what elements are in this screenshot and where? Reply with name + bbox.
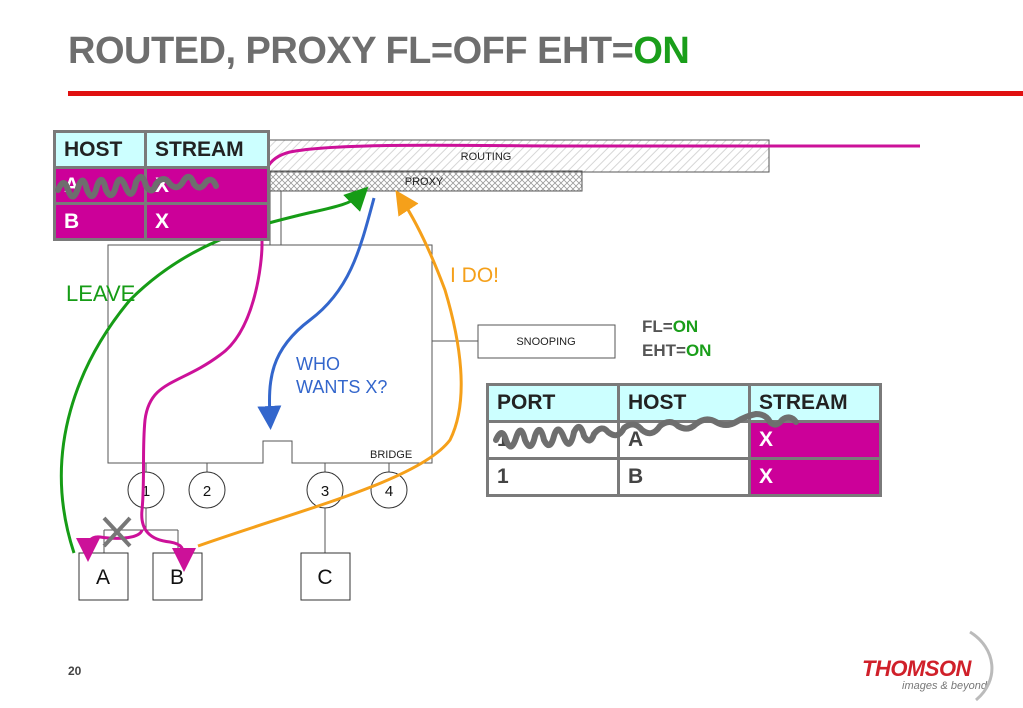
logo-swoosh-icon: [969, 630, 994, 702]
port-host-stream-table: PORT HOST STREAM 1 A X 1 B X: [486, 383, 882, 497]
title-accent: ON: [633, 30, 690, 72]
page-number: 20: [68, 664, 82, 678]
fl-prefix: FL=: [642, 317, 673, 336]
port-table-row2-port: 1: [486, 457, 620, 497]
port-table-row2-host: B: [617, 457, 751, 497]
snooping-label: SNOOPING: [516, 336, 575, 348]
query-arrow: [257, 197, 376, 430]
routing-label: ROUTING: [461, 151, 512, 163]
host-table-header-stream: STREAM: [144, 130, 270, 169]
thomson-logo: THOMSON images & beyond: [862, 630, 994, 702]
host-a-label: A: [96, 566, 110, 589]
port-table-row2-stream: X: [748, 457, 882, 497]
host-table-header-host: HOST: [53, 130, 147, 169]
port-table-header-host: HOST: [617, 383, 751, 423]
fl-status: FL=ON: [642, 317, 698, 337]
port-2-label: 2: [203, 483, 211, 500]
eht-prefix: EHT=: [642, 341, 686, 360]
bridge-box: [107, 244, 433, 464]
host-c-box: [300, 552, 351, 601]
fl-value: ON: [672, 317, 699, 336]
eht-status: EHT=ON: [642, 341, 711, 361]
scribble-host-table-row1: [55, 173, 219, 200]
port-table-header-port: PORT: [486, 383, 620, 423]
who-wants-label-line1: WHO: [296, 354, 340, 374]
port-4-label: 4: [385, 483, 393, 500]
port-3-label: 3: [321, 483, 329, 500]
port-table-header: PORT HOST STREAM: [486, 383, 882, 423]
stream-x-path: [140, 143, 920, 572]
host-c-label: C: [317, 566, 332, 589]
i-do-label: I DO!: [450, 264, 500, 287]
host-table-row2-host: B: [53, 202, 147, 241]
title-main: ROUTED, PROXY FL=OFF EHT=: [68, 30, 634, 72]
proxy-label: PROXY: [405, 176, 444, 188]
port-table-header-stream: STREAM: [748, 383, 882, 423]
proxy-bar: [269, 170, 583, 192]
title-underline: [68, 91, 1023, 96]
port-2: [188, 471, 226, 509]
who-wants-label-line2: WANTS X?: [296, 377, 388, 397]
logo-brand: THOMSON: [862, 656, 971, 681]
port-table-row1-stream: X: [748, 420, 882, 460]
port-1-label: 1: [142, 483, 150, 500]
host-table-row: B X: [53, 202, 270, 241]
eht-value: ON: [685, 341, 712, 360]
leave-label: LEAVE: [66, 281, 136, 306]
logo-tagline: images & beyond: [902, 680, 987, 692]
port-table-row: 1 B X: [486, 457, 882, 497]
snooping-box: [477, 324, 616, 359]
report-arrow: [197, 189, 463, 548]
host-table-row2-stream: X: [144, 202, 270, 241]
blocked-x-icon: [102, 516, 132, 548]
host-table-header: HOST STREAM: [53, 130, 270, 169]
scribble-port-table-row1: [493, 410, 799, 450]
stream-x-branch-a: [76, 529, 144, 562]
page-title: ROUTED, PROXY FL=OFF EHT=ON: [68, 30, 690, 73]
leave-arrow: [59, 186, 369, 554]
bridge-label: BRIDGE: [370, 449, 412, 461]
port-4: [370, 471, 408, 509]
